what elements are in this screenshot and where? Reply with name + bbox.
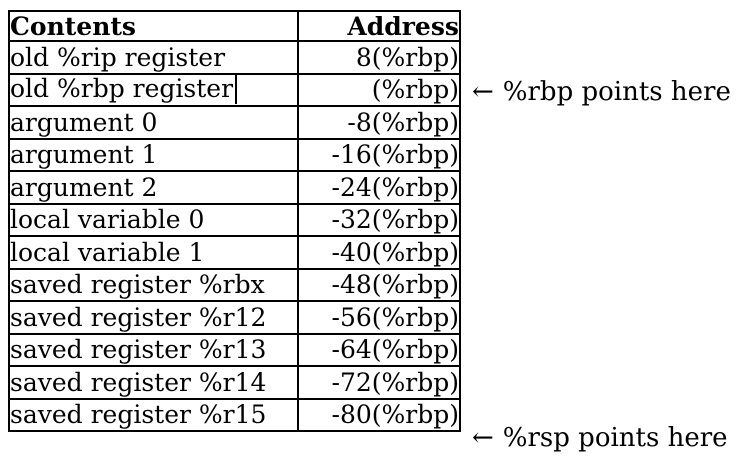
- rbp-pointer-annotation: ← %rbp points here: [472, 75, 731, 109]
- table-row: saved register %r12 -56(%rbp): [8, 300, 461, 335]
- contents-cell: old %rbp register: [8, 72, 299, 107]
- rsp-pointer-annotation: ← %rsp points here: [472, 421, 728, 455]
- address-cell: -64(%rbp): [297, 332, 461, 367]
- contents-cell: argument 2: [8, 170, 299, 205]
- address-cell: -48(%rbp): [297, 267, 461, 302]
- table-row: argument 0 -8(%rbp): [8, 105, 461, 140]
- contents-cell: local variable 1: [8, 235, 299, 270]
- contents-cell: argument 1: [8, 137, 299, 172]
- table-row: saved register %r14 -72(%rbp): [8, 365, 461, 400]
- contents-cell: saved register %rbx: [8, 267, 299, 302]
- table-row: old %rip register 8(%rbp): [8, 40, 461, 75]
- contents-cell: saved register %r15: [8, 397, 299, 432]
- stack-frame-table: Contents Address old %rip register 8(%rb…: [8, 10, 461, 432]
- address-cell: -16(%rbp): [297, 137, 461, 172]
- address-column-header: Address: [297, 10, 461, 42]
- contents-cell: saved register %r12: [8, 300, 299, 335]
- contents-cell: old %rip register: [8, 40, 299, 75]
- left-arrow-icon: ←: [472, 423, 494, 453]
- rsp-annotation-text: %rsp points here: [502, 423, 728, 453]
- contents-text: old %rbp register: [10, 74, 234, 104]
- address-cell: -80(%rbp): [297, 397, 461, 432]
- contents-cell: saved register %r14: [8, 365, 299, 400]
- address-cell: -56(%rbp): [297, 300, 461, 335]
- table-header-row: Contents Address: [8, 10, 461, 42]
- table-row: argument 2 -24(%rbp): [8, 170, 461, 205]
- table-row: saved register %r13 -64(%rbp): [8, 332, 461, 367]
- address-cell: (%rbp): [297, 72, 461, 107]
- address-cell: -8(%rbp): [297, 105, 461, 140]
- left-arrow-icon: ←: [472, 77, 494, 107]
- address-cell: -40(%rbp): [297, 235, 461, 270]
- address-cell: -24(%rbp): [297, 170, 461, 205]
- address-cell: -72(%rbp): [297, 365, 461, 400]
- contents-cell: local variable 0: [8, 202, 299, 237]
- table-row: saved register %rbx -48(%rbp): [8, 267, 461, 302]
- table-row: local variable 1 -40(%rbp): [8, 235, 461, 270]
- table-row: local variable 0 -32(%rbp): [8, 202, 461, 237]
- address-cell: -32(%rbp): [297, 202, 461, 237]
- contents-column-header: Contents: [8, 10, 299, 42]
- table-row: saved register %r15 -80(%rbp): [8, 397, 461, 432]
- table-row: argument 1 -16(%rbp): [8, 137, 461, 172]
- text-cursor: [235, 75, 238, 105]
- contents-cell: saved register %r13: [8, 332, 299, 367]
- rbp-annotation-text: %rbp points here: [502, 77, 731, 107]
- address-cell: 8(%rbp): [297, 40, 461, 75]
- table-row: old %rbp register (%rbp): [8, 72, 461, 107]
- contents-cell: argument 0: [8, 105, 299, 140]
